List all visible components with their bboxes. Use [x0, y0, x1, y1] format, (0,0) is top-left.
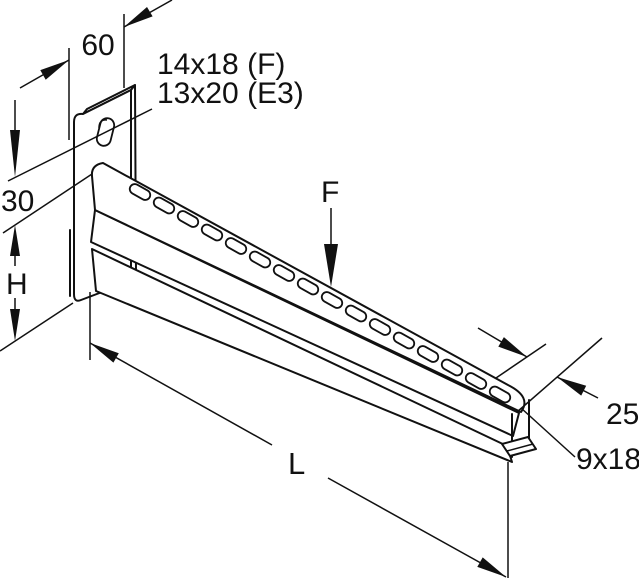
slot-spec-leader-line	[520, 407, 576, 458]
arrow-25-left	[498, 337, 527, 357]
dim-line-L-seg1	[89, 342, 273, 446]
arm-slot	[176, 210, 200, 228]
ext-line-25-upper	[495, 343, 547, 379]
arm-slot	[224, 237, 248, 255]
label-hole-spec-1: 14x18 (F)	[157, 48, 285, 81]
label-L: L	[288, 446, 305, 481]
arm-slot	[128, 183, 152, 201]
arm-slot	[152, 196, 176, 215]
force-arrowhead	[324, 244, 338, 287]
label-30: 30	[1, 185, 34, 218]
ref-line-arm-top	[2, 173, 93, 234]
arm-web	[90, 209, 520, 437]
brace-bar	[91, 248, 513, 463]
arm-slot	[416, 345, 440, 363]
arm-slot	[440, 358, 464, 377]
label-25: 25	[606, 398, 639, 431]
arm-tip	[501, 399, 537, 458]
arm-slot	[392, 331, 416, 350]
arrow-L-right	[477, 557, 506, 577]
arrow-25-right	[557, 377, 587, 396]
arm-slot	[368, 318, 392, 336]
ref-line-plate-bottom	[0, 302, 74, 352]
arrow-H-bottom	[10, 309, 20, 341]
tip-foot-inner-edge	[506, 443, 534, 452]
dimension-25: 25	[477, 327, 639, 431]
dimension-60: 60	[19, 0, 173, 140]
arm-slot-spec-annotation: 9x18	[520, 407, 639, 476]
arm-slot	[296, 277, 320, 296]
force-annotation: F	[321, 176, 339, 287]
arm-slot	[488, 385, 512, 404]
hole-spec-annotation: 14x18 (F) 13x20 (E3)	[7, 48, 304, 182]
arm-slot	[200, 223, 224, 242]
label-9x18: 9x18	[576, 443, 639, 476]
dim-line-L-seg2	[327, 477, 507, 578]
arrow-60-left	[40, 60, 69, 80]
ext-line-25-lower	[516, 337, 603, 413]
arm-slot	[320, 291, 344, 309]
arm-slot	[464, 372, 488, 390]
dimension-30: 30	[1, 100, 93, 266]
arm-slot-row	[128, 183, 512, 404]
label-hole-spec-2: 13x20 (E3)	[157, 77, 304, 110]
dimension-L: L	[89, 292, 509, 578]
label-H: H	[6, 268, 28, 301]
dimension-H: H	[0, 268, 74, 352]
arrow-L-left	[90, 343, 119, 363]
arm-slot	[272, 264, 296, 282]
arm-slot	[344, 304, 368, 323]
arm-slot	[248, 250, 272, 269]
tip-foot-flange	[501, 436, 537, 457]
hole-leader-line	[7, 108, 153, 182]
arrow-30-top	[10, 130, 20, 177]
label-F: F	[321, 176, 339, 209]
mounting-slot-inner-edge	[98, 119, 108, 129]
arrow-30-bottom	[10, 225, 20, 256]
label-60: 60	[81, 29, 114, 62]
arrow-60-right	[124, 7, 153, 27]
